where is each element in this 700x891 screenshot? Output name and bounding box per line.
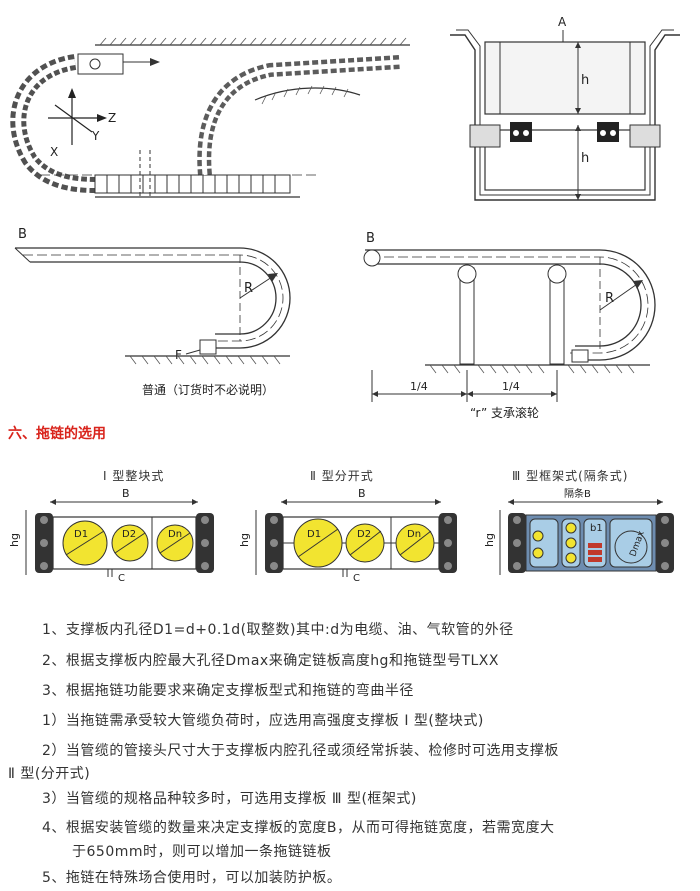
type-2-d2-label: D2 (357, 529, 371, 540)
dim-h2-label: h (581, 151, 589, 166)
standard-caption: 普通（订货时不必说明） (142, 383, 275, 397)
type-2-c-label: C (353, 573, 360, 584)
type-2-title: Ⅱ 型分开式 (310, 469, 374, 483)
type-1-dn-label: Dn (168, 529, 182, 540)
type-1-hg-label: hg (8, 533, 21, 547)
support-roller-diagram: B R 1/4 1/4 (363, 231, 656, 402)
type-2-d1-label: D1 (307, 529, 321, 540)
standard-bend-diagram: B R F (14, 227, 291, 365)
right-r-label: R (605, 291, 614, 306)
paragraph-4-cont: 于650mm时，则可以增加一条拖链链板 (72, 844, 332, 860)
axis-z-label: Z (108, 111, 116, 125)
type-2-diagram: B hg D1 D2 Dn C (238, 487, 457, 584)
paragraph-5: 5、拖链在特殊场合使用时，可以加装防护板。 (42, 870, 342, 886)
type-3-hg-label: hg (483, 533, 496, 547)
type-3-b-label: 隔条B (564, 487, 591, 500)
roller-caption: “r” 支承滚轮 (470, 406, 540, 420)
quarter-right-label: 1/4 (502, 380, 520, 393)
quarter-left-label: 1/4 (410, 380, 428, 393)
axis-y-label: Y (91, 129, 100, 143)
paragraph-3-2: 2）当管缆的管接头尺寸大于支撑板内腔孔径或须经常拆装、检修时可选用支撑板 (42, 743, 559, 759)
paragraph-3-3: 3）当管缆的规格品种较多时，可选用支撑板 Ⅲ 型(框架式) (42, 791, 417, 807)
left-f-label: F (175, 348, 182, 362)
right-b-label: B (366, 231, 375, 246)
dim-a-label: A (558, 15, 567, 29)
section-title: 六、拖链的选用 (8, 426, 106, 442)
type-1-diagram: B hg D1 D2 Dn C (8, 487, 214, 584)
type-2-b-label: B (358, 487, 366, 500)
paragraph-3-1: 1）当拖链需承受较大管缆负荷时，应选用高强度支撑板 Ⅰ 型(整块式) (42, 713, 484, 729)
axis-x-label: X (50, 145, 58, 159)
paragraph-2: 2、根据支撑板内腔最大孔径Dmax来确定链板高度hg和拖链型号TLXX (42, 653, 499, 669)
paragraph-1: 1、支撑板内孔径D1=d+0.1d(取整数)其中:d为电缆、油、气软管的外径 (42, 622, 514, 638)
type-3-title: Ⅲ 型框架式(隔条式) (512, 469, 629, 483)
paragraph-3-2-cont: Ⅱ 型(分开式) (8, 766, 91, 782)
left-r-label: R (244, 281, 253, 296)
chain-cross-section-diagram: A h h (450, 15, 680, 201)
type-1-b-label: B (122, 487, 130, 500)
type-1-d1-label: D1 (74, 529, 88, 540)
type-2-dn-label: Dn (407, 529, 421, 540)
drag-chain-motion-diagram: Z Y X (10, 37, 410, 198)
type-1-title: Ⅰ 型整块式 (103, 469, 165, 483)
type-2-hg-label: hg (238, 533, 251, 547)
left-b-label: B (18, 227, 27, 242)
type-3-b1-label: b1 (590, 523, 603, 534)
type-1-d2-label: D2 (122, 529, 136, 540)
type-1-c-label: C (118, 573, 125, 584)
dim-h1-label: h (581, 73, 589, 88)
type-3-diagram: 隔条B hg b1 Dmax (483, 487, 674, 575)
paragraph-3: 3、根据拖链功能要求来确定支撑板型式和拖链的弯曲半径 (42, 683, 414, 699)
paragraph-4: 4、根据安装管缆的数量来决定支撑板的宽度B，从而可得拖链宽度，若需宽度大 (42, 820, 555, 836)
